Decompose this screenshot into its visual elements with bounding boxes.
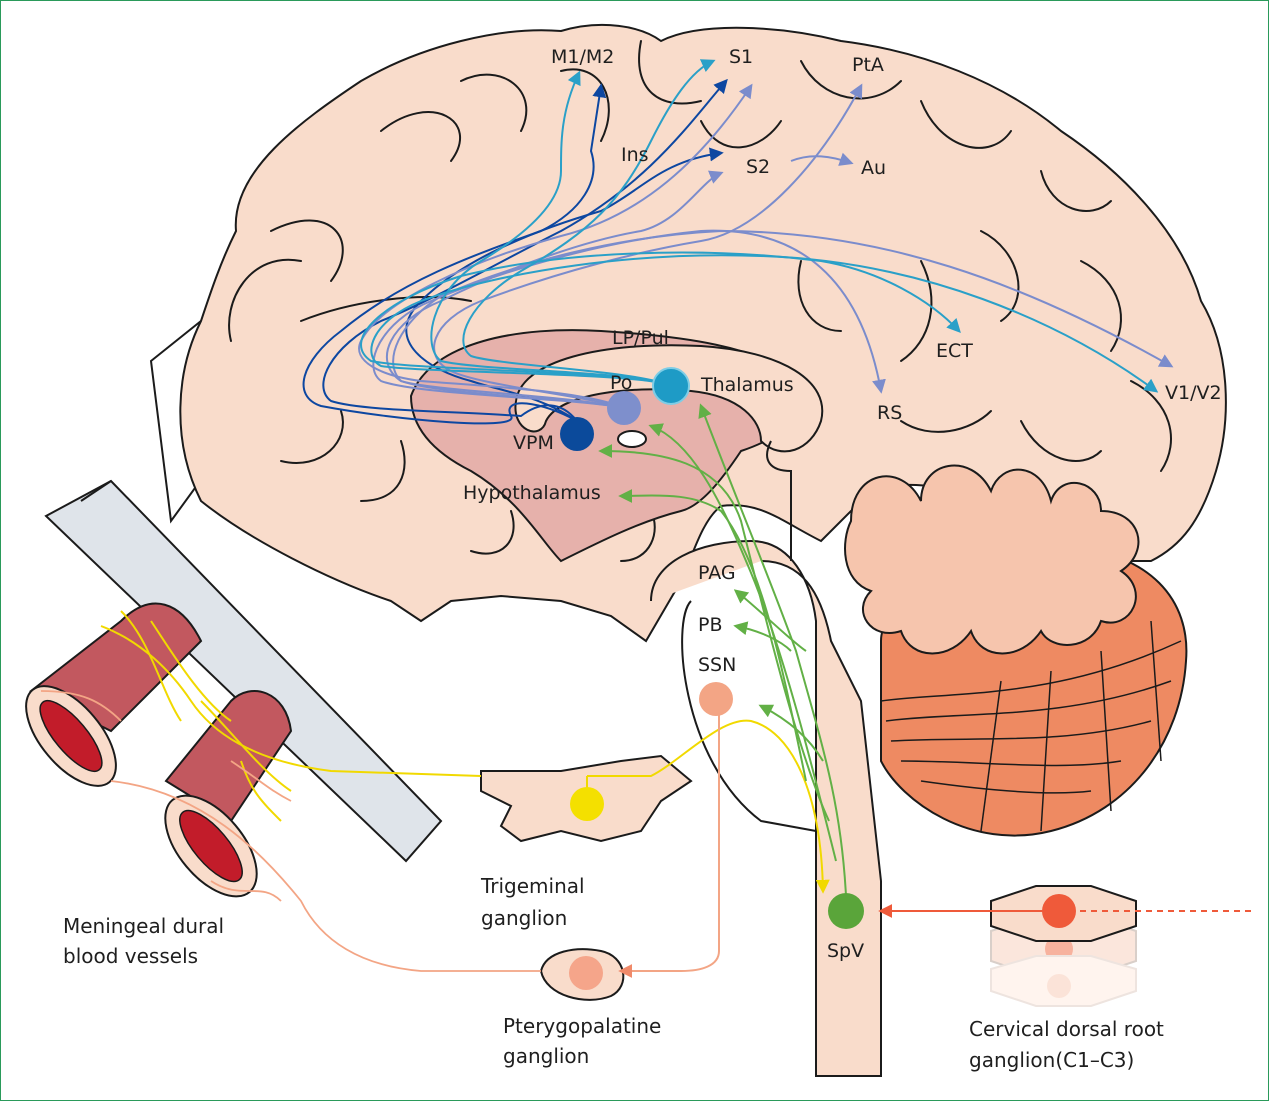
spv-projections [598, 403, 847, 897]
spv-to-pag-arrow [733, 589, 807, 652]
label-cervical-line2: ganglion(C1–C3) [969, 1048, 1134, 1072]
spv-to-ssn-arrow [758, 704, 824, 762]
pterygopalatine-node [569, 956, 603, 990]
label-meningeal-line2: blood vessels [63, 944, 198, 968]
parasympathetic-fibres [40, 690, 541, 972]
po-to-s1-arrow [358, 83, 753, 410]
label-hypothalamus: Hypothalamus [463, 482, 601, 504]
po-to-pta-arrow [433, 83, 863, 410]
label-meningeal-line1: Meningeal dural [63, 914, 224, 938]
label-pb: PB [698, 614, 723, 636]
label-thalamus: Thalamus [700, 374, 794, 396]
po-to-au-arrow [790, 152, 854, 166]
ssn-to-pterygo-arrow [618, 706, 720, 978]
lppul-to-ect-arrow [360, 251, 961, 387]
label-au: Au [861, 157, 886, 179]
meningeal-vessels [25, 602, 293, 898]
label-s2: S2 [746, 156, 770, 178]
label-s1: S1 [729, 46, 753, 68]
label-ssn: SSN [698, 654, 736, 676]
brainstem [650, 539, 882, 1077]
label-m1m2: M1/M2 [551, 46, 614, 68]
label-pterygo-line1: Pterygopalatine [503, 1014, 661, 1038]
label-pta: PtA [852, 54, 884, 76]
vpm-to-s1-arrow [322, 78, 728, 422]
spv-to-pb-arrow [733, 621, 792, 652]
interthalamic-adhesion [617, 430, 647, 448]
label-vpm: VPM [513, 432, 554, 454]
lppul-to-m1m2-arrow [430, 70, 672, 387]
spv-to-po-arrow [648, 423, 837, 862]
vpm-node [560, 417, 594, 451]
cerebellum [844, 464, 1188, 837]
trigeminal-node [570, 787, 604, 821]
cervical-drg-shadow [1047, 974, 1071, 998]
label-pterygo-line2: ganglion [503, 1044, 589, 1068]
lppul-to-v1v2-arrow [370, 254, 1159, 393]
label-cervical-line1: Cervical dorsal root [969, 1017, 1164, 1041]
label-pag: PAG [698, 562, 736, 584]
label-ect: ECT [936, 340, 973, 362]
label-lppul: LP/Pul [612, 327, 669, 349]
po-to-v1v2-arrow [392, 229, 1174, 410]
label-spv: SpV [827, 940, 864, 962]
label-trigeminal-line1: Trigeminal [480, 874, 585, 898]
label-po: Po [610, 372, 632, 394]
po-node [607, 391, 641, 425]
label-v1v2: V1/V2 [1165, 382, 1222, 404]
spv-node [828, 893, 864, 929]
label-trigeminal-line2: ganglion [481, 906, 567, 930]
thalamocortical-projections [302, 59, 1174, 425]
spv-to-thalamus-arrow [698, 403, 847, 897]
label-rs: RS [877, 402, 902, 424]
ssn-node [699, 682, 733, 716]
pons-outline [681, 600, 817, 832]
lppul-node [652, 367, 690, 405]
midbrain-outline [766, 440, 792, 561]
trigeminal-to-spv-arrow [587, 719, 830, 894]
cervical-drg-node [1042, 894, 1076, 928]
spv-to-hypothalamus-arrow [618, 488, 807, 782]
spv-to-vpm-arrow [598, 444, 830, 822]
label-ins: Ins [621, 144, 649, 166]
lppul-to-s1-arrow [462, 59, 716, 387]
